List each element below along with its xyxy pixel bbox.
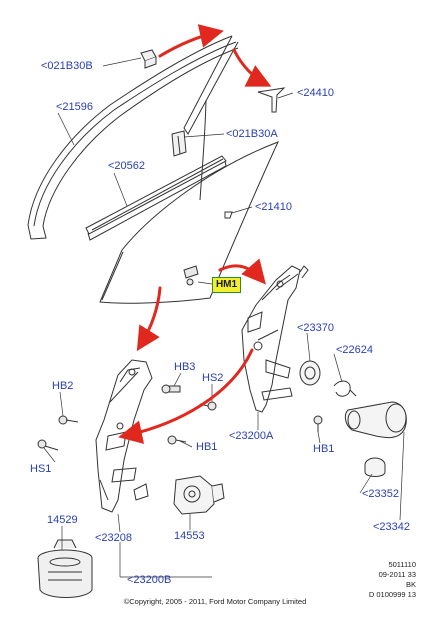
- meta-line-3: BK: [405, 580, 416, 589]
- regulator-a-frame: [241, 265, 309, 413]
- label-23352: <23352: [362, 488, 400, 500]
- glass-run-channel: [27, 35, 239, 240]
- label-hb1-right: HB1: [313, 443, 335, 455]
- pulley-23370: [299, 360, 321, 386]
- label-021b30a: <021B30A: [226, 128, 278, 140]
- meta-line-1: 5011110: [388, 560, 416, 569]
- copyright-text: ©Copyright, 2005 - 2011, Ford Motor Comp…: [123, 597, 307, 606]
- meta-line-2: 09-2011 33: [378, 570, 416, 579]
- leader-lines: [43, 57, 405, 578]
- meta-line-4: D 0100999 13: [368, 590, 416, 599]
- label-23342: <23342: [373, 521, 411, 533]
- label-hb1-left: HB1: [196, 441, 218, 453]
- label-14553: 14553: [174, 530, 205, 542]
- label-14529: 14529: [47, 514, 78, 526]
- module-14529: [37, 539, 93, 598]
- label-23200a: <23200A: [229, 430, 274, 442]
- label-021b30b: <021B30B: [41, 60, 93, 72]
- label-22624: <22624: [336, 344, 374, 356]
- motor-23352: [344, 401, 407, 477]
- label-23208: <23208: [95, 532, 133, 544]
- label-21596: <21596: [56, 101, 94, 113]
- clip-021b30a: [171, 130, 187, 157]
- label-hs1: HS1: [30, 463, 52, 475]
- corner-seal-24410: [257, 87, 286, 113]
- label-20562: <20562: [108, 160, 146, 172]
- label-hs2: HS2: [202, 372, 224, 384]
- label-23370: <23370: [297, 322, 335, 334]
- label-hb3: HB3: [174, 361, 196, 373]
- diagram-meta: 5011110 09-2011 33 BK D 0100999 13: [369, 560, 416, 600]
- label-23200b: <23200B: [127, 574, 172, 586]
- belt-weatherstrip: [85, 155, 227, 241]
- label-24410: <24410: [297, 87, 335, 99]
- fasteners: [37, 265, 323, 451]
- red-arrows: [118, 24, 272, 444]
- label-21410: <21410: [255, 201, 293, 213]
- hm1-highlight-label: HM1: [212, 277, 241, 293]
- door-glass: [99, 141, 279, 304]
- motor-14553: [173, 475, 225, 515]
- clip-021b30b: [140, 49, 157, 69]
- spring-clip-22624: [333, 380, 357, 397]
- label-hb2: HB2: [52, 380, 74, 392]
